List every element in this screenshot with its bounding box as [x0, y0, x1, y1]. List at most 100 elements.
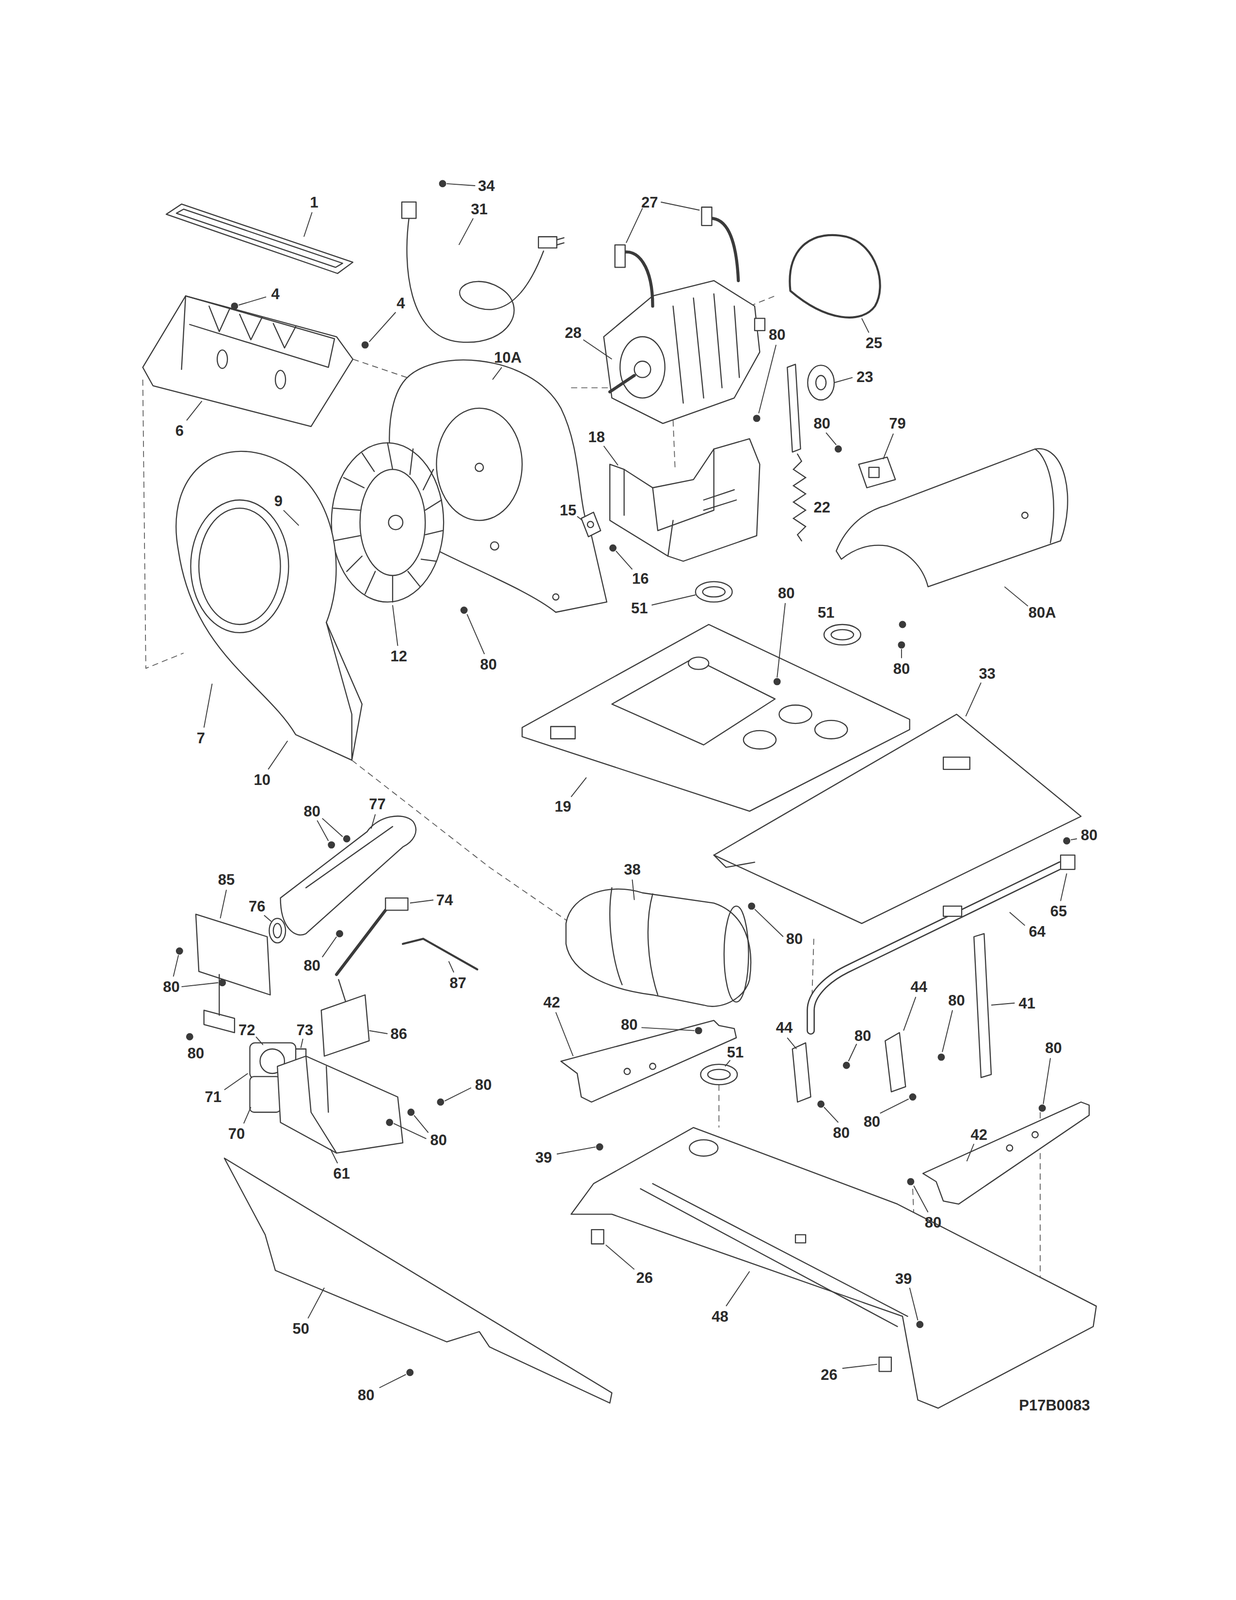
idler-pulley [815, 375, 826, 390]
leader-line [444, 1087, 472, 1101]
screw [219, 979, 226, 986]
leader-line [1043, 1057, 1051, 1104]
blower-housing [175, 451, 363, 761]
callout-number: 80 [475, 1077, 492, 1093]
leader-line [330, 1148, 338, 1163]
screw [899, 621, 906, 628]
callout-number: 31 [471, 201, 488, 217]
callout-number: 72 [238, 1021, 255, 1037]
ring [269, 918, 286, 943]
screw [817, 1100, 824, 1108]
gas-tube [943, 905, 962, 917]
power-cord [556, 242, 565, 245]
callout-number: 61 [333, 1165, 350, 1181]
callout-number: 51 [817, 604, 835, 620]
leader-line [834, 377, 853, 383]
blower-housing [490, 541, 499, 551]
callout-number: 34 [477, 178, 495, 194]
callout-number: 80 [357, 1386, 375, 1402]
callout-number: 48 [711, 1308, 729, 1324]
leader-line [991, 1002, 1015, 1005]
screw [439, 180, 446, 188]
callout-number: 80 [833, 1125, 850, 1141]
power-cord [401, 202, 416, 219]
leader-line [301, 1038, 303, 1048]
leader-line [307, 1287, 325, 1318]
blower-housing [326, 622, 352, 761]
leader-line [459, 218, 474, 245]
motor-mount [609, 438, 760, 562]
valve-bracket [277, 1055, 403, 1153]
leader-line [824, 1106, 839, 1123]
idler-spring [793, 454, 806, 541]
leader-line [283, 509, 300, 526]
screw [907, 1178, 915, 1185]
foot [591, 1229, 604, 1244]
gasket [166, 204, 353, 274]
leader-line [173, 954, 219, 987]
screw [835, 445, 842, 453]
callout-number: 80 [162, 979, 180, 995]
leader-line [369, 312, 397, 342]
callout-number: 15 [559, 502, 577, 518]
leader-line [448, 961, 455, 973]
callout-number: 80 [854, 1028, 872, 1044]
mounting-plate [778, 704, 812, 724]
drive-motor [619, 336, 666, 398]
leader-line [467, 614, 485, 654]
screw [898, 641, 905, 649]
leader-line [492, 367, 502, 380]
toe-panel [224, 1157, 613, 1403]
leader-line [651, 594, 696, 605]
callout-number: 51 [727, 1044, 744, 1060]
leader-line [173, 183, 1078, 1388]
leader-line [754, 908, 784, 937]
ring [269, 918, 286, 943]
mounting-plate [550, 726, 575, 739]
leader-line [848, 1043, 857, 1062]
leader-line [238, 296, 267, 305]
blower-housing [552, 593, 559, 601]
callout-number: 7 [196, 729, 206, 745]
screw [938, 1053, 945, 1061]
heater-shield [836, 448, 1068, 587]
callout-number: 4 [396, 295, 405, 311]
lint-duct [142, 295, 353, 427]
callout-number: 1 [309, 194, 318, 210]
leader-line [632, 879, 634, 900]
igniter [385, 897, 408, 910]
screw [386, 1119, 393, 1126]
callout-number: 26 [635, 1269, 653, 1285]
callout-number: 39 [895, 1270, 912, 1286]
base [689, 1139, 718, 1157]
leader-line [1060, 873, 1067, 902]
mounting-plate [688, 656, 709, 669]
leader-line [901, 649, 903, 659]
leader-line [605, 1244, 635, 1270]
leader-line [758, 344, 777, 413]
bracket [581, 512, 601, 538]
assembly-line [352, 359, 413, 380]
callout-number: 77 [368, 796, 386, 812]
bracket [321, 994, 370, 1056]
leader-line [1004, 586, 1028, 606]
callout-number: 25 [865, 335, 883, 351]
bracket [1006, 1144, 1014, 1151]
callout-number: 50 [292, 1320, 309, 1336]
bracket [587, 521, 594, 528]
screw [1039, 1104, 1046, 1111]
screw [408, 1109, 415, 1116]
exhaust-duct [566, 887, 751, 1007]
callout-number: 76 [248, 898, 266, 914]
leader-line [626, 202, 700, 243]
bracket [649, 1062, 656, 1070]
callout-number: 41 [1018, 995, 1035, 1011]
exhaust-duct [609, 887, 658, 995]
callout-number: 27 [641, 194, 658, 210]
heater-shield [1035, 448, 1054, 543]
screw [437, 1098, 444, 1106]
drive-motor [603, 280, 761, 424]
exhaust-duct [566, 888, 751, 1007]
